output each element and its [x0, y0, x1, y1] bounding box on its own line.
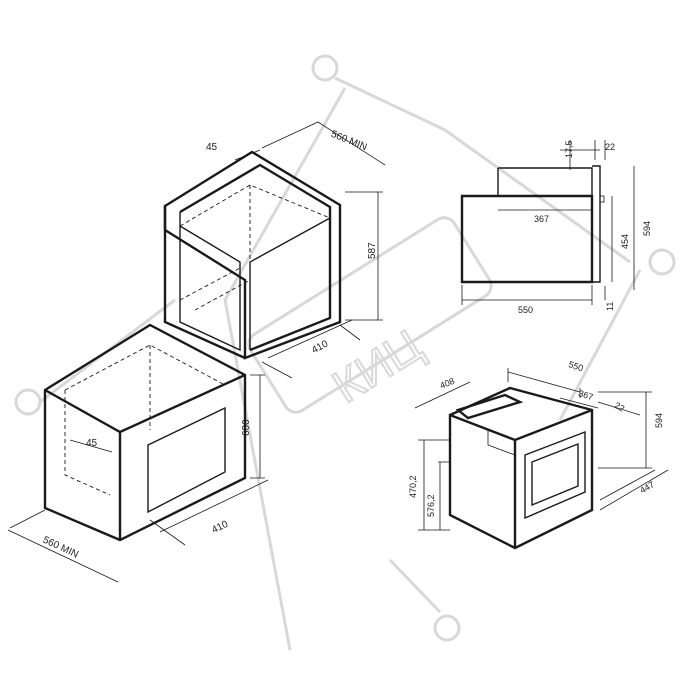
top-cabinet-opening-label: 410 — [310, 338, 330, 356]
bottom-cabinet-depth-label: 560 MIN — [41, 535, 80, 561]
side-view-depth-label: 550 — [518, 305, 533, 315]
top-cabinet-height-label: 587 — [367, 242, 378, 259]
oven-side-view: 17,5 22 367 454 594 11 550 — [460, 140, 652, 315]
top-cabinet: 45 560 MIN 587 410 — [163, 121, 386, 379]
iso-view-depth-label: 408 — [438, 376, 456, 391]
side-view-front-panel-label: 22 — [605, 142, 615, 152]
side-view-inner-label: 367 — [534, 214, 549, 224]
side-view-bottom-label: 11 — [605, 302, 615, 311]
bottom-cabinet-opening-label: 410 — [210, 519, 230, 536]
iso-view-inner-label: 367 — [577, 388, 594, 402]
bottom-cabinet: 45 600 560 MIN 410 — [7, 323, 269, 583]
iso-view-front-label: 22 — [613, 400, 627, 414]
side-view-height-total-label: 594 — [642, 221, 652, 236]
iso-view-left-upper-label: 470,2 — [408, 475, 418, 498]
side-view-top-offset-label: 17,5 — [564, 140, 574, 158]
watermark-text: КИЦ — [323, 319, 430, 413]
oven-isometric-view: 550 408 367 22 594 447 470,2 576,2 — [408, 359, 669, 550]
iso-view-width-label: 550 — [567, 359, 584, 373]
top-cabinet-recess-label: 45 — [206, 142, 218, 153]
iso-view-height-label: 594 — [654, 413, 664, 428]
bottom-cabinet-recess-label: 45 — [86, 438, 98, 449]
side-view-height-inner-label: 454 — [620, 234, 630, 249]
iso-view-left-lower-label: 576,2 — [426, 494, 436, 517]
top-cabinet-depth-label: 560 MIN — [329, 129, 368, 153]
iso-view-side-label: 447 — [638, 479, 656, 495]
bottom-cabinet-height-label: 600 — [241, 419, 252, 436]
